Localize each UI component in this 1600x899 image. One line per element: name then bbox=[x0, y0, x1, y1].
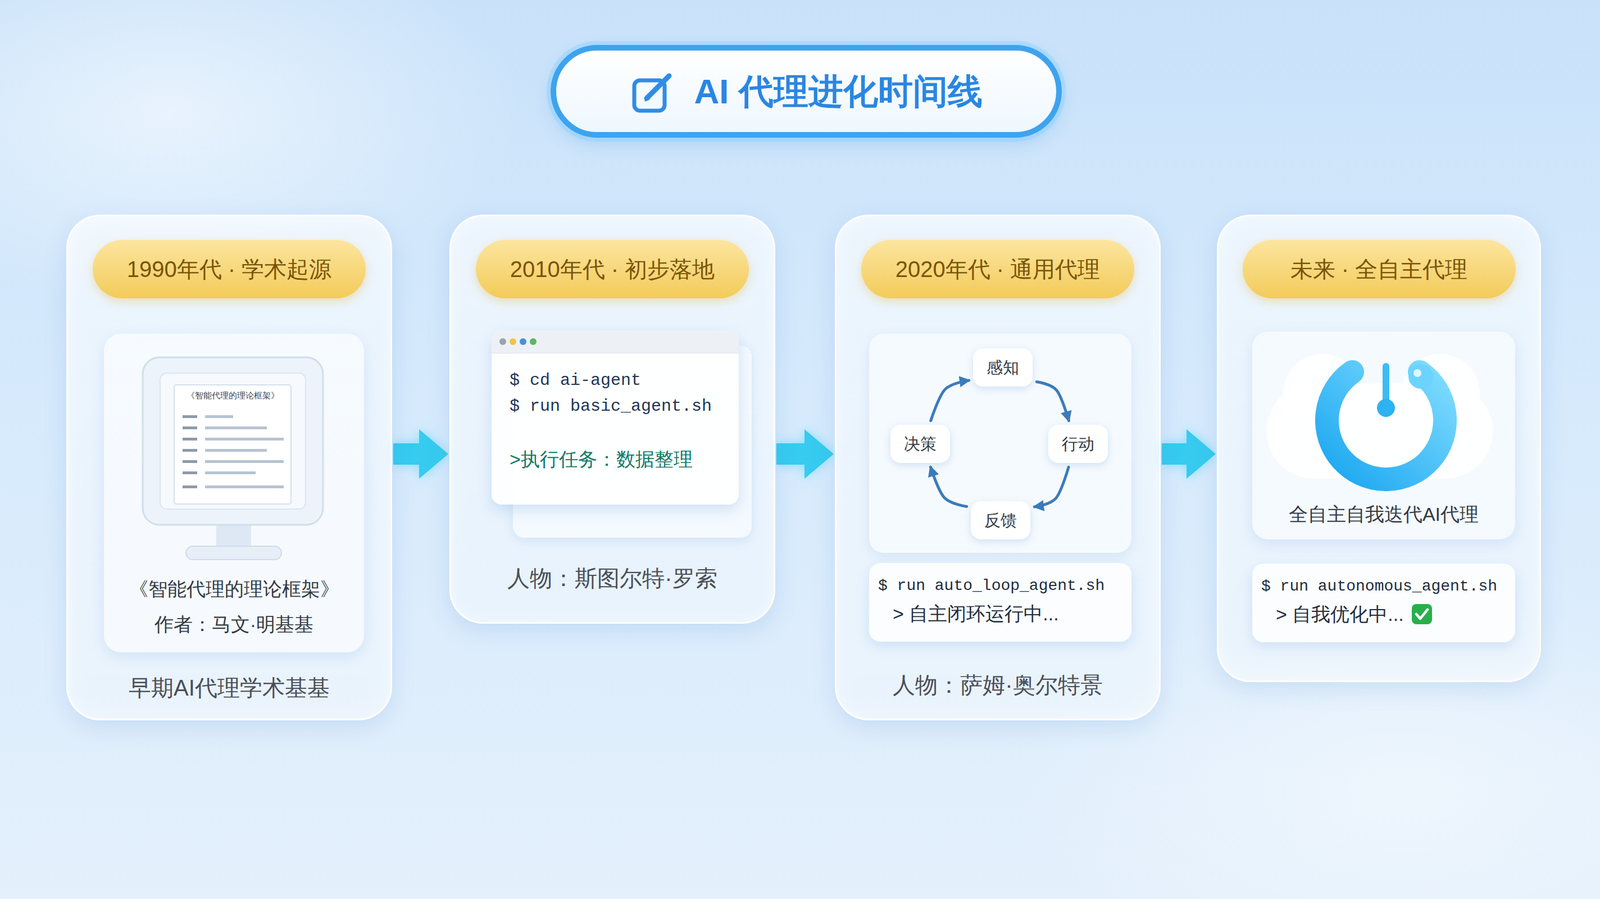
era-label: 2020年代 · 通用代理 bbox=[861, 239, 1135, 299]
code-line: $ run auto_loop_agent.sh bbox=[878, 575, 1105, 597]
code-line: $ run autonomous_agent.sh bbox=[1261, 575, 1498, 598]
era-card: 未来 · 全自主代理全自主自我迭代AI代理 $ run autonomous_ag… bbox=[1216, 214, 1542, 683]
code-line: >执行任务：数据整理 bbox=[509, 448, 693, 470]
loop-step: 反馈 bbox=[984, 511, 1017, 530]
code-line: > 自主闭环运行中... bbox=[892, 601, 1059, 626]
terminal-window: $ cd ai-agent $ run basic_agent.sh >执行任务：数… bbox=[491, 330, 739, 505]
loop-step: 决策 bbox=[903, 434, 937, 453]
title-pill: AI 代理进化时间线 bbox=[550, 44, 1062, 138]
book-title: 《智能代理的理论框架》 bbox=[129, 578, 340, 600]
power-ring-icon bbox=[1252, 331, 1516, 500]
cycle-arrow bbox=[930, 466, 967, 507]
era-label: 1990年代 · 学术起源 bbox=[92, 239, 366, 299]
book-box: 《智能代理的理论框架》作者：马文·明基基《智能代理的理论框架》 bbox=[103, 333, 365, 653]
loop-step-box: 反馈 bbox=[970, 501, 1031, 540]
timeline-arrow bbox=[1161, 443, 1187, 465]
code-box: $ run autonomous_agent.sh > 自我优化中... bbox=[1252, 563, 1516, 643]
check-mark bbox=[1411, 603, 1433, 625]
era-card: 2020年代 · 通用代理人物：萨姆·奥尔特景 感知行动反馈 决策 $ run aut… bbox=[834, 214, 1161, 721]
notepad-icon bbox=[629, 67, 677, 116]
era-label: 未来 · 全自主代理 bbox=[1242, 239, 1516, 299]
cycle-arrow bbox=[1036, 382, 1069, 421]
code-line: > 自我优化中... bbox=[1275, 601, 1404, 627]
monitor-illustration bbox=[103, 333, 365, 570]
footer-text: 人物：斯图尔特·罗索 bbox=[507, 565, 717, 591]
timeline-arrow bbox=[776, 443, 805, 465]
cycle-arrow bbox=[930, 380, 970, 421]
era-card: 1990年代 · 学术起源早期AI代理学术基基《智能代理的理论框架》作者：马文·… bbox=[66, 214, 393, 721]
doc-title-text: 《智能代理的理论框架》 bbox=[186, 390, 280, 400]
window-dots bbox=[491, 330, 548, 353]
loop-step-box: 感知 bbox=[973, 348, 1033, 387]
loop-step: 行动 bbox=[1061, 434, 1095, 453]
loop-step: 感知 bbox=[986, 358, 1020, 377]
window-bar bbox=[491, 330, 739, 354]
timeline-arrow bbox=[393, 443, 420, 465]
footer-text: 早期AI代理学术基基 bbox=[128, 675, 330, 700]
code-line: $ run basic_agent.sh bbox=[509, 396, 712, 416]
icon-panel: 全自主自我迭代AI代理 bbox=[1252, 331, 1516, 540]
era-card: 2010年代 · 初步落地人物：斯图尔特·罗索 $ cd ai-agent $ ru… bbox=[449, 214, 776, 624]
title-text: AI 代理进化时间线 bbox=[693, 67, 983, 116]
panel-caption: 全自主自我迭代AI代理 bbox=[1288, 503, 1479, 525]
loop-step-box: 行动 bbox=[1048, 424, 1108, 463]
loop-step-box: 决策 bbox=[890, 424, 950, 463]
code-line: $ cd ai-agent bbox=[509, 370, 642, 390]
author-text: 作者：马文·明基基 bbox=[154, 613, 314, 635]
era-label: 2010年代 · 初步落地 bbox=[475, 239, 749, 299]
footer-text: 人物：萨姆·奥尔特景 bbox=[892, 672, 1103, 698]
cycle-arrow bbox=[1034, 466, 1069, 507]
code-box: $ run auto_loop_agent.sh > 自主闭环运行中... bbox=[869, 562, 1132, 642]
